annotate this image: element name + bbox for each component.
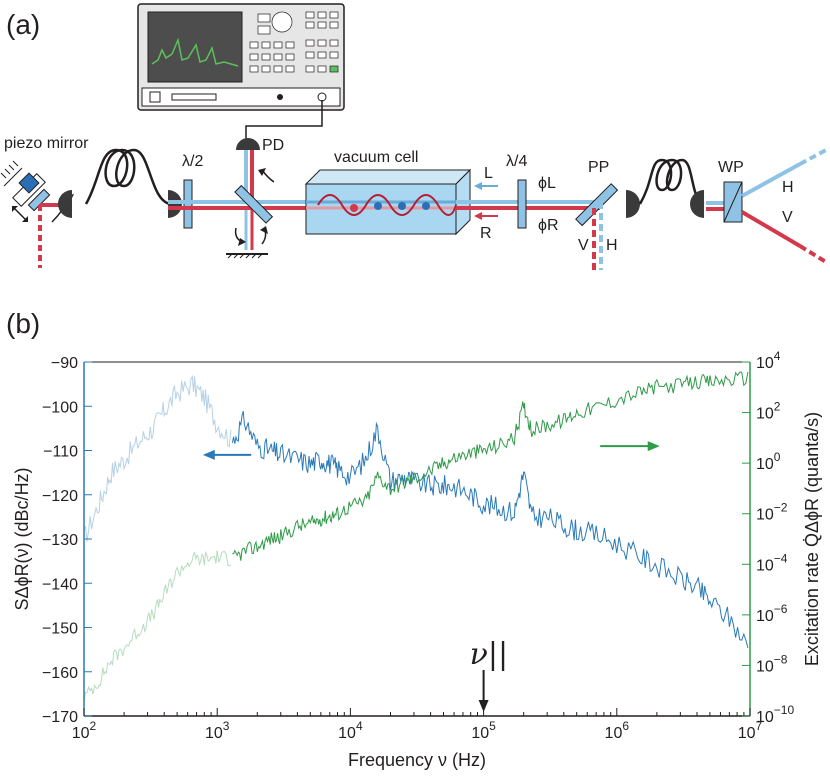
quarter-wave-label: λ/4 xyxy=(506,153,527,170)
green-arrowhead xyxy=(647,441,660,452)
left-tick-label: −130 xyxy=(42,532,78,549)
right-tick-label: 10−8 xyxy=(756,652,788,675)
right-tick-label: 10−4 xyxy=(756,551,788,574)
right-tick-label: 10−6 xyxy=(756,602,788,625)
right-tick-label: 10−2 xyxy=(756,501,788,524)
half-wave-label: λ/2 xyxy=(182,153,203,170)
left-tick-label: −160 xyxy=(42,665,78,682)
panel-a-label: (a) xyxy=(6,9,40,40)
noise-chart: −90 −100 −110 −120 −130 −140 −150 −160 −170 104 1… xyxy=(12,349,822,770)
piezo-mirror-label: piezo mirror xyxy=(4,135,89,152)
panel-b-label: (b) xyxy=(6,308,41,339)
right-axis-title: Excitation rate Q̇ΔϕR (quanta/s) xyxy=(802,412,822,666)
phase-noise-series-faint xyxy=(83,374,232,542)
fiber-left xyxy=(58,148,182,218)
beam-L-label: L xyxy=(484,165,493,182)
left-tick-label: −140 xyxy=(42,576,78,593)
piezo-mirror: piezo mirror xyxy=(0,135,89,222)
plot-area xyxy=(83,361,751,717)
vacuum-cell-label: vacuum cell xyxy=(334,149,418,166)
left-tick-label: −150 xyxy=(42,621,78,638)
pd-label: PD xyxy=(262,137,284,154)
nu-parallel-label: ν|| xyxy=(470,637,508,672)
left-tick-label: −90 xyxy=(51,355,78,372)
right-tick-label: 102 xyxy=(756,400,781,423)
phase-noise-series xyxy=(231,410,749,649)
right-tick-label: 100 xyxy=(756,450,781,473)
blue-arrowhead xyxy=(202,449,215,460)
pol-H2-label: H xyxy=(782,179,794,196)
beam-R-label: R xyxy=(480,225,492,242)
x-axis-title: Frequency ν (Hz) xyxy=(348,750,486,770)
pol-V2-label: V xyxy=(782,209,793,226)
panel-a-diagram: (a) piezo mirror xyxy=(0,3,828,270)
wp-label: WP xyxy=(718,159,744,176)
axis-direction-arrows xyxy=(202,441,660,712)
left-tick-label: −120 xyxy=(42,488,78,505)
vacuum-cell xyxy=(304,168,472,236)
left-axis-title: SΔϕR(ν) (dBc/Hz) xyxy=(12,467,32,610)
nu-arrow-head xyxy=(478,700,489,712)
x-tick-label: 103 xyxy=(205,719,230,742)
excitation-rate-series-faint xyxy=(83,550,232,704)
right-tick-label: 104 xyxy=(756,349,781,372)
pol-H1-label: H xyxy=(606,237,618,254)
pp-label: PP xyxy=(588,159,609,176)
excitation-rate-series xyxy=(232,371,749,561)
spectrum-analyzer xyxy=(137,3,345,111)
phi-R-label: ϕR xyxy=(538,217,559,234)
left-tick-label: −100 xyxy=(42,399,78,416)
left-tick-label: −170 xyxy=(42,709,78,726)
left-axis-ticks: −90 −100 −110 −120 −130 −140 −150 −160 −170 xyxy=(42,355,92,726)
x-tick-label: 105 xyxy=(471,719,496,742)
left-tick-label: −110 xyxy=(43,444,78,461)
x-tick-label: 106 xyxy=(605,719,630,742)
phi-L-label: ϕL xyxy=(538,175,556,192)
fiber-right xyxy=(626,158,705,218)
pol-V1-label: V xyxy=(578,237,589,254)
x-tick-label: 107 xyxy=(738,719,763,742)
x-tick-label: 104 xyxy=(338,719,363,742)
